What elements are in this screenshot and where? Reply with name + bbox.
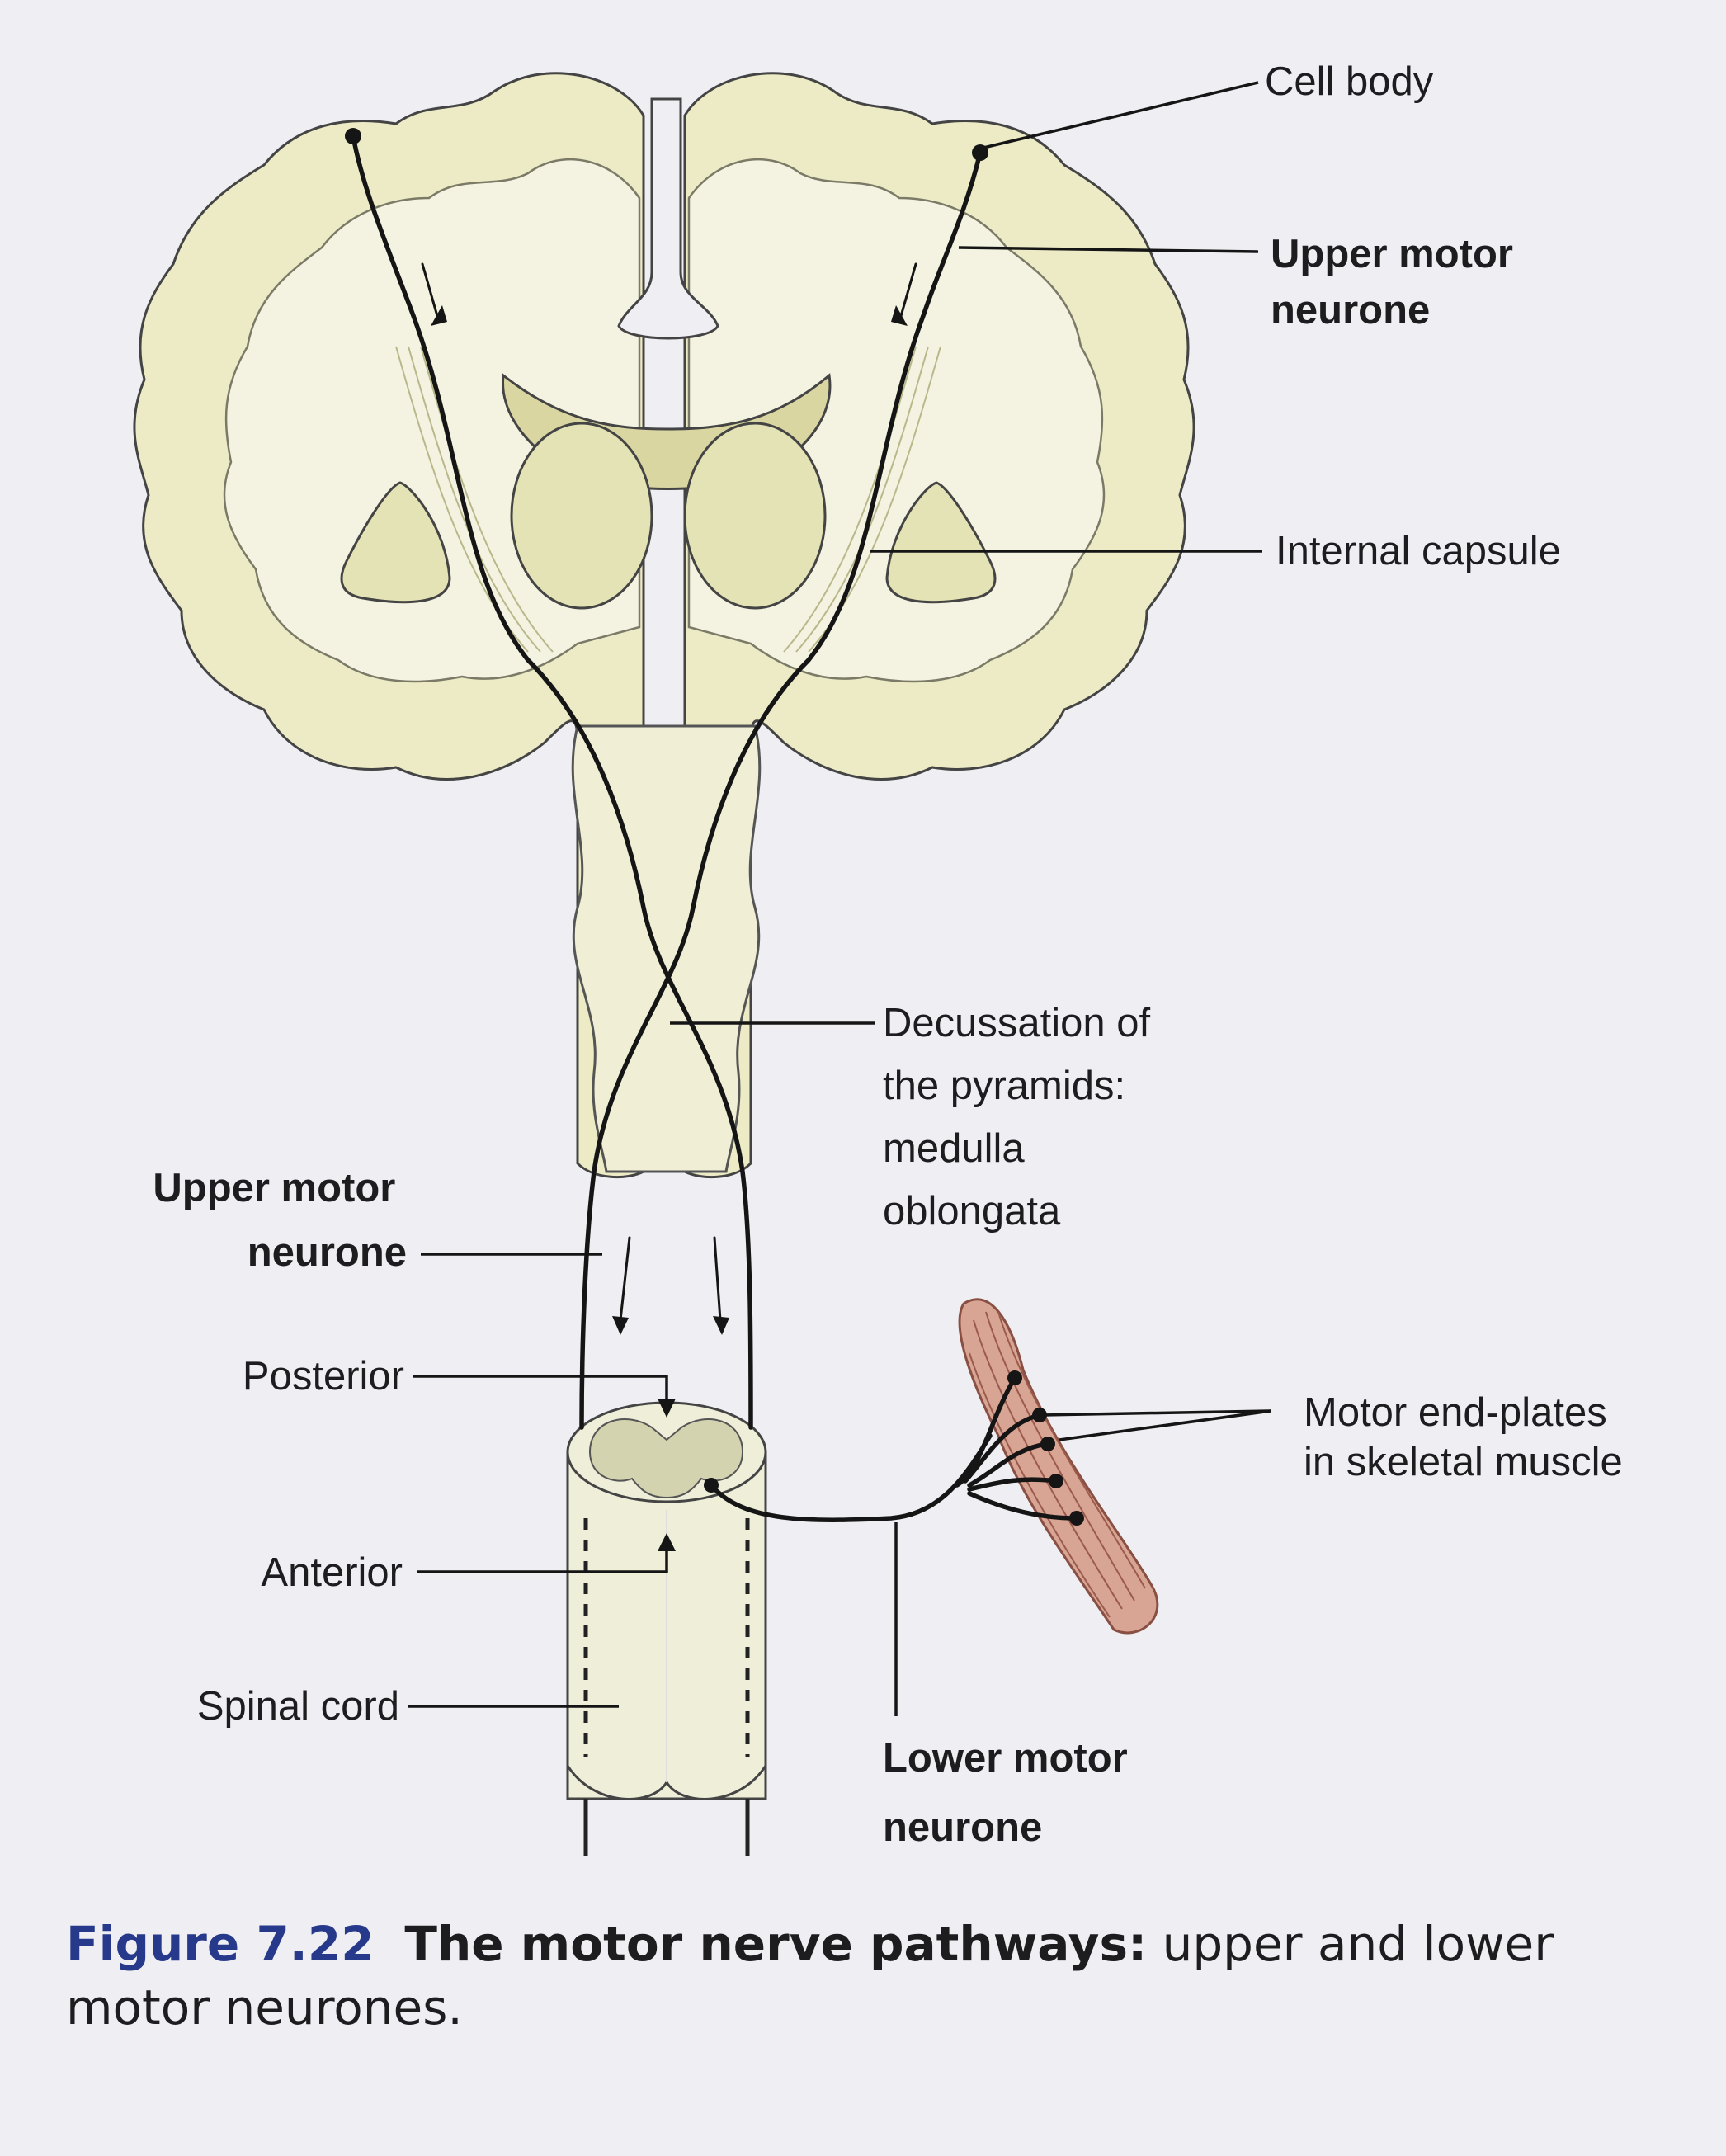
thalamus-left xyxy=(510,422,653,610)
label-decussation: Decussation of the pyramids: medulla obl… xyxy=(883,1001,1162,1234)
label-anterior: Anterior xyxy=(261,1550,403,1595)
motor-end-plate xyxy=(1040,1437,1055,1451)
figure-title: The motor nerve pathways: xyxy=(404,1916,1148,1972)
figure-number: Figure 7.22 xyxy=(66,1916,375,1972)
brainstem xyxy=(571,724,762,1173)
brain-section xyxy=(133,72,1195,1179)
motor-end-plate xyxy=(1007,1370,1022,1385)
cell-body-dot-left xyxy=(345,128,361,144)
upper-motor-neurone-path-right xyxy=(579,150,983,1430)
label-upper-motor-neurone-right: Upper motor neurone xyxy=(1271,232,1525,333)
flow-arrow xyxy=(898,262,917,323)
motor-end-plate xyxy=(1069,1511,1084,1526)
leader-arrowheads xyxy=(658,1399,676,1551)
spinal-grey-matter xyxy=(588,1418,744,1499)
motor-end-plate xyxy=(1032,1408,1047,1422)
upper-motor-neurone-path-left xyxy=(351,134,753,1430)
label-lower-motor-neurone: Lower motor neurone xyxy=(883,1736,1139,1850)
label-spinal-cord: Spinal cord xyxy=(197,1684,399,1729)
figure-caption-text: upper and lower motor neurones. xyxy=(66,1916,1554,2036)
lower-motor-neurone-path xyxy=(709,1433,993,1522)
label-posterior: Posterior xyxy=(243,1354,404,1399)
flow-arrowheads xyxy=(431,305,908,1335)
flow-arrow xyxy=(421,262,441,323)
longitudinal-fissure xyxy=(617,97,719,340)
nerve-pathways xyxy=(351,134,1079,1522)
spinal-cord xyxy=(566,1401,767,1856)
flow-arrow xyxy=(713,1236,722,1322)
motor-end-plate xyxy=(1049,1474,1063,1488)
label-motor-end-plates: Motor end-plates in skeletal muscle xyxy=(1304,1390,1623,1484)
thalamus-right xyxy=(683,422,827,610)
label-cell-body: Cell body xyxy=(1265,59,1434,104)
lower-motor-neurone-cell-body xyxy=(704,1478,719,1493)
flow-arrow xyxy=(619,1236,631,1322)
lentiform-nucleus-right xyxy=(885,481,997,604)
motor-pathway-diagram: Cell body Upper motor neurone Internal c… xyxy=(133,59,1623,1856)
skeletal-muscle xyxy=(958,1298,1159,1635)
lentiform-nucleus-left xyxy=(340,481,451,604)
leader-lines xyxy=(408,81,1271,1716)
muscle-belly xyxy=(958,1298,1159,1635)
label-upper-motor-neurone-left: Upper motor neurone xyxy=(153,1166,407,1275)
label-internal-capsule: Internal capsule xyxy=(1276,529,1561,573)
figure-caption: Figure 7.22 The motor nerve pathways: up… xyxy=(66,1913,1708,2040)
